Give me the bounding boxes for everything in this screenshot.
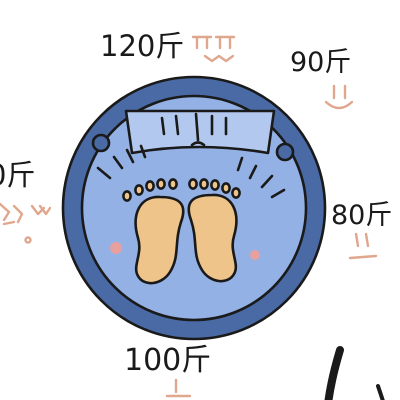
left-footprint — [122, 178, 185, 285]
grimace-face-icon — [191, 35, 236, 63]
ink-stroke — [324, 346, 344, 400]
label-top: 120斤 — [100, 29, 184, 63]
pink-dot-right — [250, 250, 260, 260]
label-bottom: 100斤 — [124, 343, 211, 378]
display-indicator — [190, 141, 206, 147]
display-marks — [160, 112, 228, 142]
smile-face-icon — [324, 84, 354, 110]
label-top-right: 90斤 — [290, 47, 351, 78]
right-footprint — [187, 178, 241, 283]
right-foot-pad — [187, 193, 238, 283]
bathroom-scale-icon — [61, 75, 327, 341]
label-right: 80斤 — [331, 200, 392, 231]
worried-face-icon — [348, 232, 378, 260]
left-foot-pad — [134, 195, 185, 285]
distressed-face-icon — [0, 202, 52, 244]
ink-stroke-2 — [376, 384, 385, 400]
scale-display — [124, 109, 276, 155]
right-button[interactable] — [275, 142, 295, 162]
label-left: 0斤 — [0, 158, 35, 192]
left-button[interactable] — [91, 133, 111, 153]
neutral-face-icon — [165, 378, 192, 398]
pink-dot-left — [110, 242, 122, 254]
gauge-ticks — [96, 144, 286, 199]
